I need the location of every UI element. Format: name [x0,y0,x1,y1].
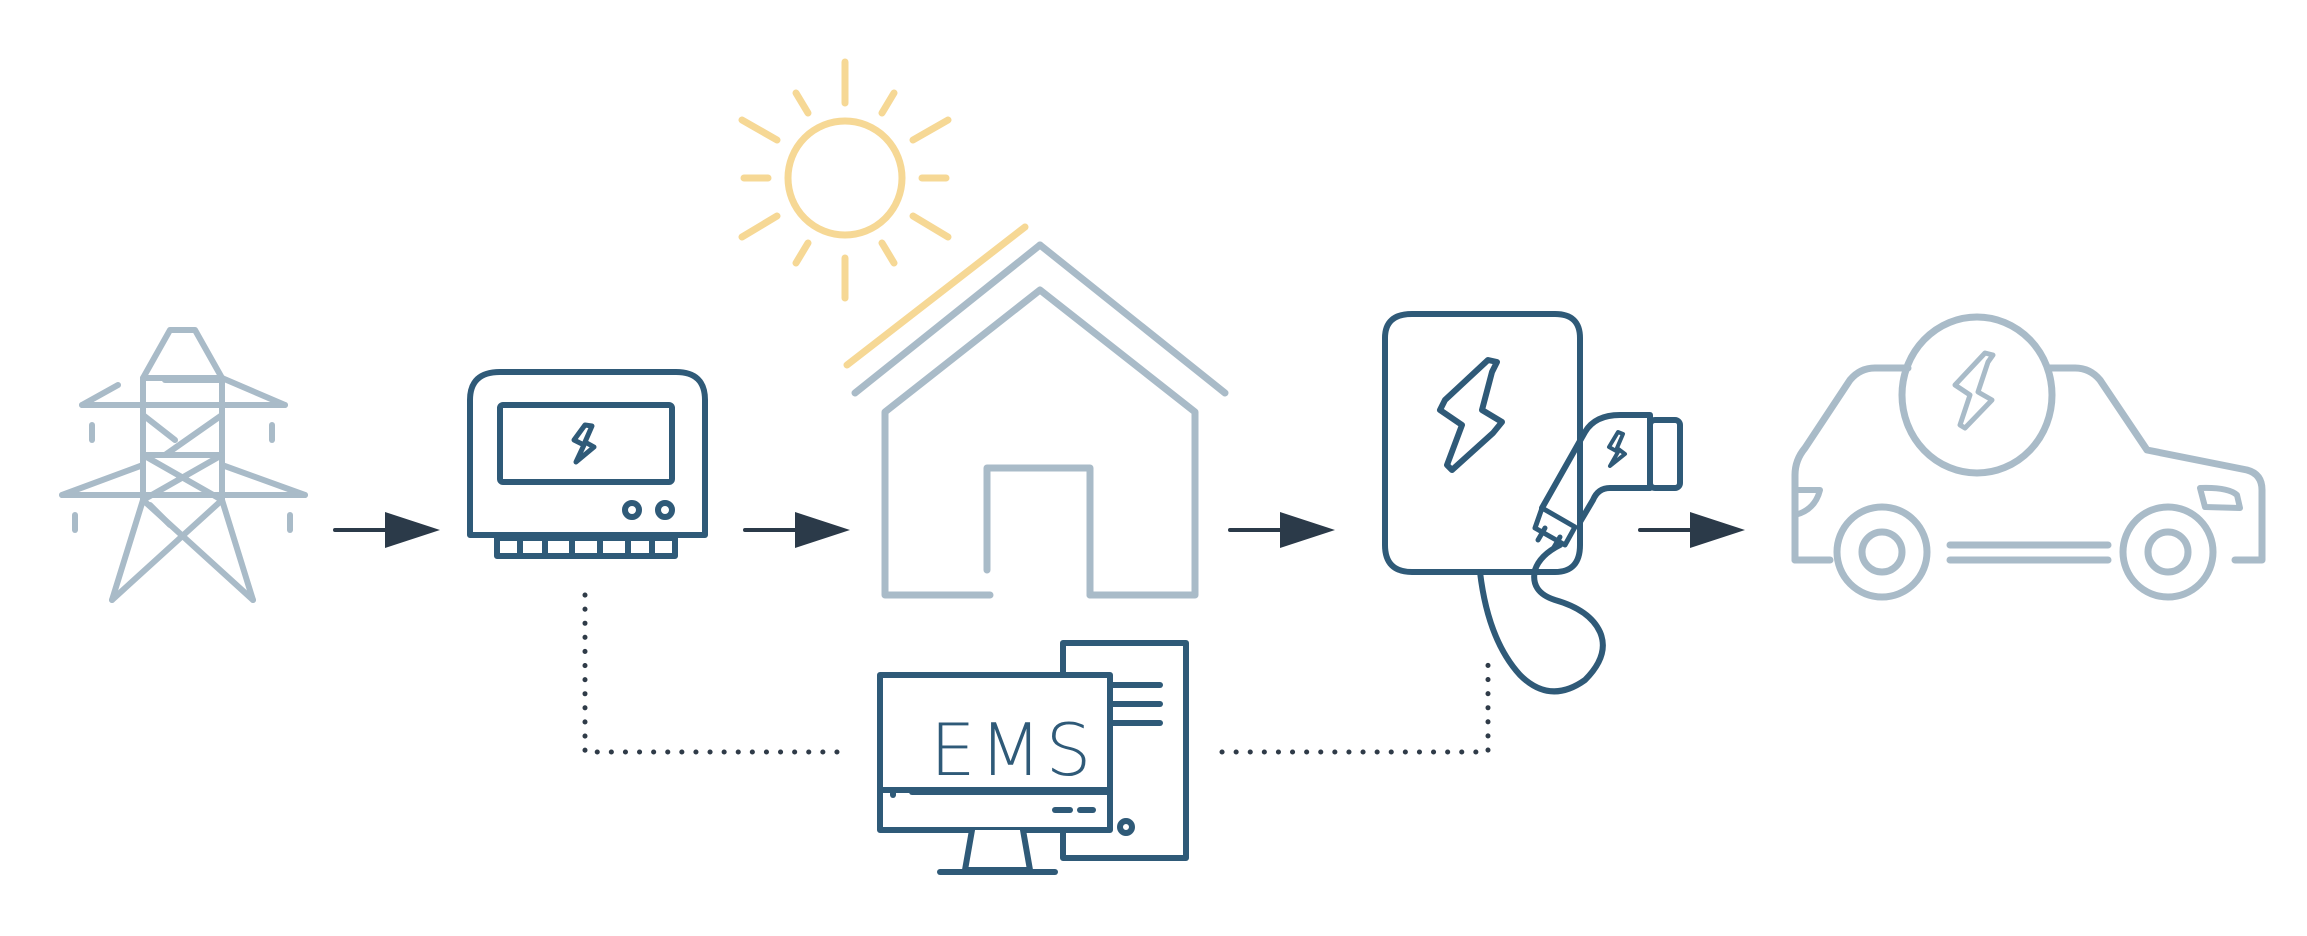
power-pylon-icon [59,327,308,603]
charger-ems-connector [1219,662,1491,755]
ems-connector-lines [582,592,1491,755]
smart-meter-icon [467,369,708,559]
house-icon [851,241,1229,599]
ev-charger-icon [1382,311,1683,695]
flow-arrow-2 [743,512,850,548]
flow-arrow-3 [1228,512,1335,548]
ems-computer-icon: EMS [877,640,1189,875]
meter-ems-connector [582,592,853,755]
flow-arrow-1 [333,512,440,548]
electric-car-icon [1791,313,2266,601]
sun-icon [738,58,1029,369]
flow-arrow-4 [1638,512,1745,548]
ems-label: EMS [930,708,1095,792]
